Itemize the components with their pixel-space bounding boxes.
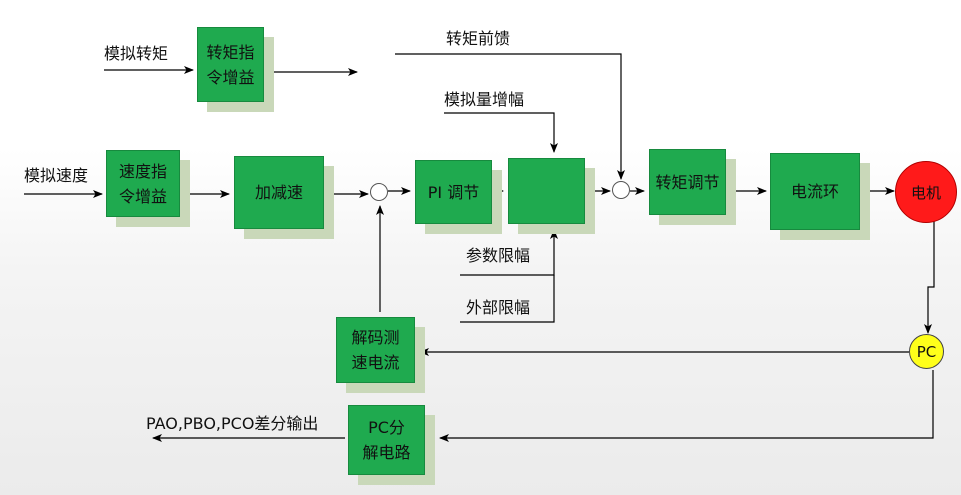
label-analog-torque: 模拟转矩	[104, 44, 169, 63]
motor-node: 电机	[895, 161, 957, 223]
block-torque-cmd-gain: 转矩指令增益	[197, 27, 264, 102]
label-analog-speed: 模拟速度	[24, 166, 89, 185]
summing-junction-torque	[612, 181, 630, 199]
wire-analog-gain	[444, 112, 558, 153]
summing-junction-speed	[370, 183, 388, 201]
label-diff-output: PAO,PBO,PCO差分输出	[146, 414, 319, 433]
block-pc-divider: PC分解电路	[348, 405, 425, 475]
label-analog-gain: 模拟量增幅	[444, 90, 525, 109]
label-param-limit: 参数限幅	[466, 246, 531, 265]
wire-external-limit	[460, 275, 555, 323]
pc-node: PC	[909, 334, 944, 369]
block-current-loop: 电流环	[770, 153, 860, 230]
wire-pc-to-divider	[439, 370, 934, 442]
label-external-limit: 外部限幅	[466, 298, 531, 317]
wire-motor-to-pc	[924, 215, 935, 334]
label-torque-feedforward: 转矩前馈	[446, 29, 511, 48]
block-decoder: 解码测速电流	[336, 317, 415, 383]
block-pi-regulator: PI 调节	[415, 160, 492, 224]
block-limiter	[508, 158, 585, 224]
block-accel-decel: 加减速	[234, 156, 324, 229]
block-torque-regulator: 转矩调节	[649, 149, 726, 215]
wire-torque-feedforward	[395, 53, 625, 180]
block-speed-cmd-gain: 速度指令增益	[106, 150, 180, 217]
